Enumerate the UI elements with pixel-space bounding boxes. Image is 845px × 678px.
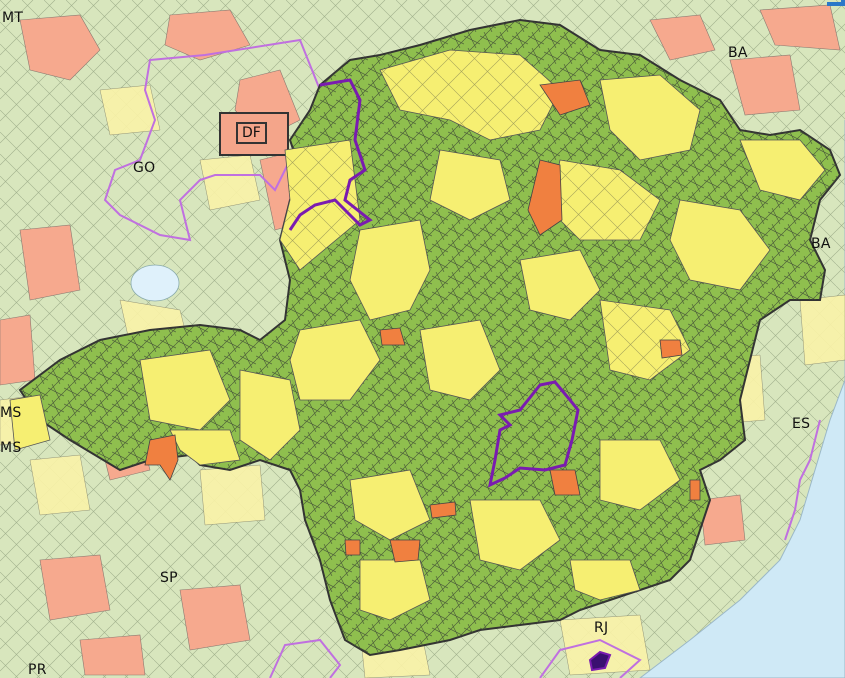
state-label-pr: PR: [28, 662, 47, 678]
state-boundary-highlight-west: [288, 78, 373, 231]
mg-yellow-municipalities: [9, 49, 826, 621]
state-label-rj: RJ: [594, 620, 609, 636]
state-label-sp: SP: [160, 570, 178, 586]
corner-marker-icon: [827, 0, 845, 6]
state-label-go: GO: [133, 160, 156, 176]
state-label-mt: MT: [2, 10, 24, 26]
mg-orange-municipalities: [144, 79, 701, 563]
purple-shape-south: [588, 650, 612, 672]
metro-region-highlight: [487, 380, 580, 488]
state-label-ba-north: BA: [728, 45, 748, 61]
sp-state-border: [269, 638, 342, 678]
lake: [130, 264, 180, 302]
state-label-df: DF: [236, 122, 267, 144]
state-label-ms-upper: MS: [0, 405, 22, 421]
es-state-border: [784, 419, 821, 541]
mg-yellow-texture: [280, 50, 690, 380]
state-label-es: ES: [792, 416, 811, 432]
state-label-ms-lower: MS: [0, 440, 22, 456]
state-label-ba-east: BA: [811, 236, 831, 252]
rj-state-border: [539, 638, 642, 678]
ocean: [639, 120, 845, 678]
